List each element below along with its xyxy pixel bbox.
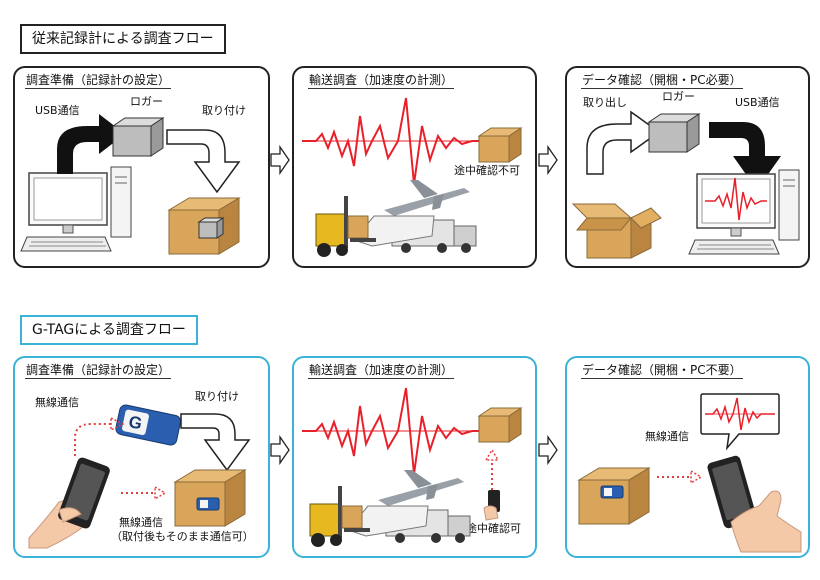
curved-down-arrow-icon	[709, 122, 781, 190]
smartphone-hand-icon	[483, 490, 500, 521]
gtag-check-panel: データ確認（開梱・PC不要） 無線通信	[565, 356, 810, 558]
curved-up-arrow-icon	[586, 110, 661, 175]
panel-title: 調査準備（記録計の設定）	[25, 363, 172, 379]
flow-arrow-icon	[270, 144, 290, 176]
svg-text:G: G	[127, 412, 144, 433]
logistics-vehicles-icon	[309, 470, 471, 547]
package-box-icon	[477, 407, 523, 443]
logger-box-icon	[647, 113, 701, 153]
conventional-transport-panel: 輸送調査（加速度の計測） 途中確認不可	[292, 66, 537, 268]
hand-smartphone-icon	[28, 457, 110, 549]
wireless-label: 無線通信	[645, 430, 689, 443]
gtag-transport-panel: 輸送調査（加速度の計測） 途中確認可	[292, 356, 537, 558]
wireless-label: 無線通信	[35, 396, 79, 409]
midway-check-ok-label: 途中確認可	[466, 522, 521, 535]
no-midway-check-label: 途中確認不可	[454, 164, 520, 177]
logistics-vehicles-icon	[315, 180, 477, 257]
conventional-prep-panel: 調査準備（記録計の設定） USB通信 ロガー 取り付け	[13, 66, 270, 268]
acceleration-waveform-icon	[302, 387, 482, 475]
wireless-dotted-up-arrow-icon	[484, 448, 500, 490]
conventional-flow-title: 従来記録計による調査フロー	[20, 24, 226, 54]
conventional-check-panel: データ確認（開梱・PC必要） 取り出し ロガー USB通信	[565, 66, 810, 268]
attach-label: 取り付け	[202, 104, 246, 117]
acceleration-waveform-icon	[302, 97, 482, 185]
wireless-dotted-arrow-icon	[121, 485, 167, 501]
speech-bubble-waveform-icon	[700, 393, 780, 451]
gtag-flow-title: G-TAGによる調査フロー	[20, 315, 198, 345]
wireless-note-line1: 無線通信	[119, 516, 163, 529]
panel-title: 輸送調査（加速度の計測）	[308, 363, 455, 379]
wireless-dotted-arrow-icon	[74, 416, 125, 456]
usb-label: USB通信	[735, 96, 780, 109]
flow-arrow-icon	[538, 144, 558, 176]
attach-label: 取り付け	[195, 390, 239, 403]
gtag-prep-panel: 調査準備（記録計の設定） 無線通信 取り付け G 無線通信 （取付後もそのまま通…	[13, 356, 270, 558]
remove-label: 取り出し	[583, 96, 627, 109]
box-with-gtag-icon	[577, 467, 651, 525]
box-with-gtag-icon	[173, 469, 247, 527]
panel-title: 輸送調査（加速度の計測）	[308, 73, 455, 89]
pc-with-waveform-icon	[688, 169, 800, 255]
gtag-logger-icon: G	[115, 404, 182, 446]
panel-title: データ確認（開梱・PC必要）	[581, 73, 743, 89]
curved-down-arrow-icon	[166, 129, 241, 194]
logger-box-icon	[111, 117, 165, 157]
panel-title: 調査準備（記録計の設定）	[25, 73, 172, 89]
open-box-icon	[571, 203, 662, 259]
wireless-dotted-arrow-icon	[657, 469, 703, 485]
hand-smartphone-icon	[707, 455, 802, 553]
logger-label: ロガー	[662, 90, 695, 103]
usb-label: USB通信	[35, 104, 80, 117]
curved-up-arrow-icon	[57, 114, 125, 174]
wireless-note-line2: （取付後もそのまま通信可）	[111, 530, 254, 543]
panel-title: データ確認（開梱・PC不要）	[581, 363, 743, 379]
curved-down-arrow-icon	[180, 413, 251, 472]
pc-computer-icon	[20, 166, 132, 252]
flow-arrow-icon	[538, 434, 558, 466]
logger-label: ロガー	[130, 95, 163, 108]
cardboard-box-icon	[167, 197, 241, 255]
package-box-icon	[477, 127, 523, 163]
flow-arrow-icon	[270, 434, 290, 466]
